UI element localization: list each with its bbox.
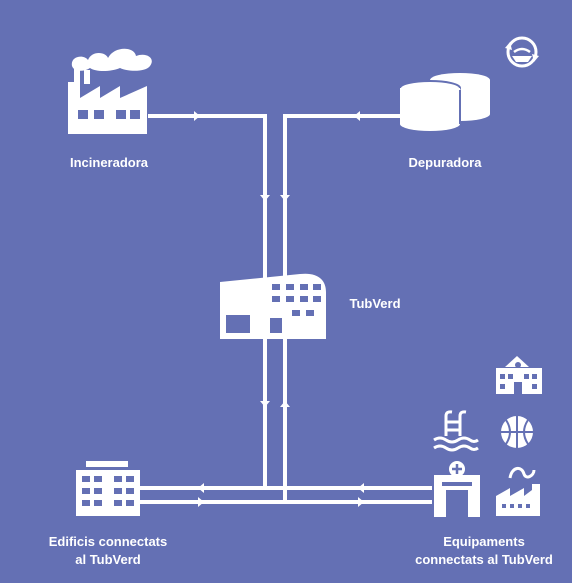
pipe-incineradora	[148, 114, 267, 488]
flow-arrows	[194, 111, 364, 507]
arrow-down-icon	[260, 401, 270, 407]
industry-icon	[496, 467, 540, 516]
depuradora-label: Depuradora	[408, 155, 482, 170]
arrow-right-icon	[194, 111, 200, 121]
incineradora-label: Incineradora	[69, 155, 149, 170]
office-building-icon	[76, 461, 140, 516]
recycle-icon	[505, 36, 539, 68]
equipaments-label-line2: connectats al TubVerd	[415, 552, 553, 567]
arrow-right-icon	[198, 497, 204, 507]
equipaments-label-line1: Equipaments	[443, 534, 525, 549]
arrow-left-icon	[358, 483, 364, 493]
tanks-icon	[399, 73, 490, 131]
tubverd-building-icon	[220, 273, 326, 339]
arrow-down-icon	[260, 195, 270, 201]
edificis-label-line1: Edificis connectats	[48, 534, 168, 549]
arrow-down-icon	[280, 195, 290, 201]
factory-icon	[68, 48, 152, 134]
hospital-icon	[434, 461, 480, 517]
edificis-label-line2: al TubVerd	[75, 552, 141, 567]
pipe-depuradora	[283, 114, 400, 502]
arrow-left-icon	[354, 111, 360, 121]
school-icon	[496, 356, 542, 394]
arrow-up-icon	[280, 401, 290, 407]
equipaments-label: Equipaments connectats al TubVerd	[400, 533, 568, 569]
pool-icon	[433, 410, 479, 452]
basketball-icon	[501, 416, 533, 448]
edificis-label: Edificis connectats al TubVerd	[28, 533, 188, 569]
arrow-right-icon	[358, 497, 364, 507]
tubverd-label: TubVerd	[349, 296, 401, 311]
arrow-left-icon	[198, 483, 204, 493]
